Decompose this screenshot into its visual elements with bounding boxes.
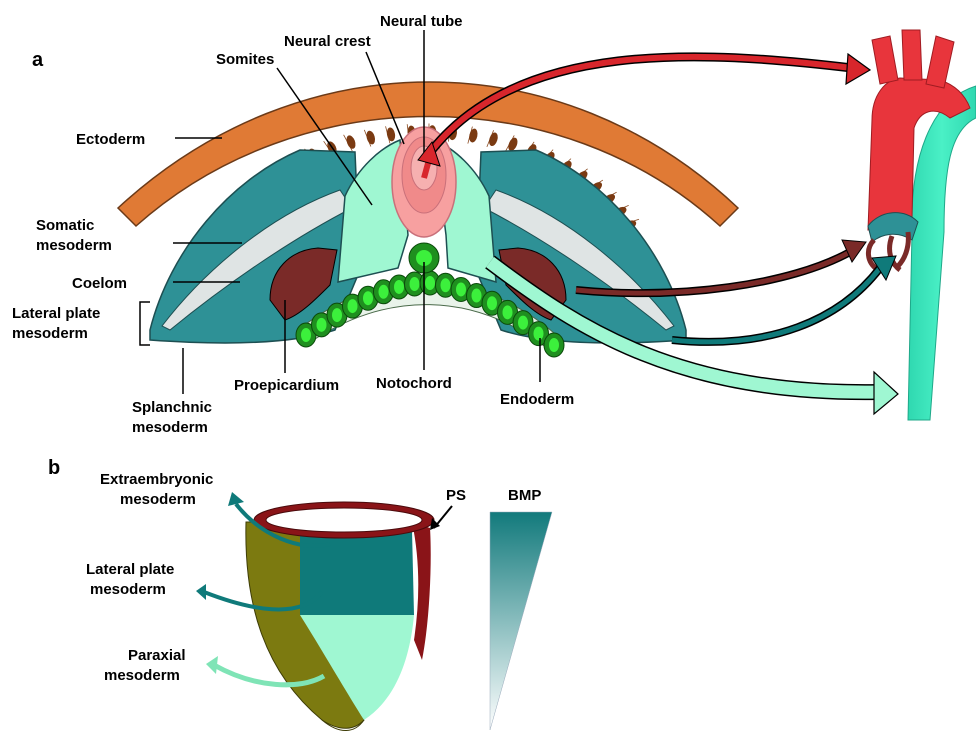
label-somatic-1: Somatic (36, 217, 94, 234)
endoderm-cell-nucleus (317, 318, 327, 332)
ectoderm-nucleus (345, 134, 357, 150)
label-coelom: Coelom (72, 275, 127, 292)
endoderm-cell-nucleus (549, 338, 559, 352)
label-ps: PS (446, 487, 466, 504)
ectoderm-nucleus (365, 130, 376, 146)
endoderm-cell-nucleus (332, 308, 342, 322)
label-neural-crest: Neural crest (284, 33, 371, 50)
endoderm-cell-nucleus (534, 327, 544, 341)
bmp-gradient-wedge (490, 512, 552, 730)
heart-outflow-illustration (868, 30, 976, 420)
endoderm-cell-nucleus (487, 296, 497, 310)
label-extraembryonic-1: Extraembryonic (100, 471, 213, 488)
endoderm-cell-nucleus (301, 328, 311, 342)
endoderm-cell-nucleus (348, 299, 358, 313)
endoderm-cell-nucleus (503, 305, 513, 319)
endoderm-cell-nucleus (379, 285, 389, 299)
endoderm-cell-nucleus (410, 277, 420, 291)
label-b-lateral-plate-2: mesoderm (90, 581, 166, 598)
label-lateral-plate-2: mesoderm (12, 325, 88, 342)
panel-a-letter: a (32, 49, 44, 71)
endoderm-cell-nucleus (363, 291, 373, 305)
label-lateral-plate-1: Lateral plate (12, 305, 100, 322)
label-proepicardium: Proepicardium (234, 377, 339, 394)
label-ectoderm: Ectoderm (76, 131, 145, 148)
endoderm-cell-nucleus (456, 282, 466, 296)
endoderm-cell-nucleus (425, 276, 435, 290)
label-somites: Somites (216, 51, 274, 68)
label-somatic-2: mesoderm (36, 237, 112, 254)
label-paraxial-2: mesoderm (104, 667, 180, 684)
label-extraembryonic-2: mesoderm (120, 491, 196, 508)
label-paraxial-1: Paraxial (128, 647, 186, 664)
label-bmp: BMP (508, 487, 541, 504)
label-splanchnic-1: Splanchnic (132, 399, 212, 416)
endoderm-cell-nucleus (441, 278, 451, 292)
endoderm-cell-nucleus (472, 289, 482, 303)
label-b-lateral-plate-1: Lateral plate (86, 561, 174, 578)
ectoderm-nucleus (468, 128, 479, 143)
endoderm-cell-nucleus (518, 316, 528, 330)
ectoderm-nucleus (386, 127, 396, 142)
ectoderm-nucleus (507, 136, 520, 152)
label-endoderm: Endoderm (500, 391, 574, 408)
label-splanchnic-2: mesoderm (132, 419, 208, 436)
ectoderm-nucleus (488, 131, 500, 147)
label-notochord: Notochord (376, 375, 452, 392)
label-neural-tube: Neural tube (380, 13, 463, 30)
endoderm-cell-nucleus (394, 280, 404, 294)
panel-b-letter: b (48, 457, 60, 479)
